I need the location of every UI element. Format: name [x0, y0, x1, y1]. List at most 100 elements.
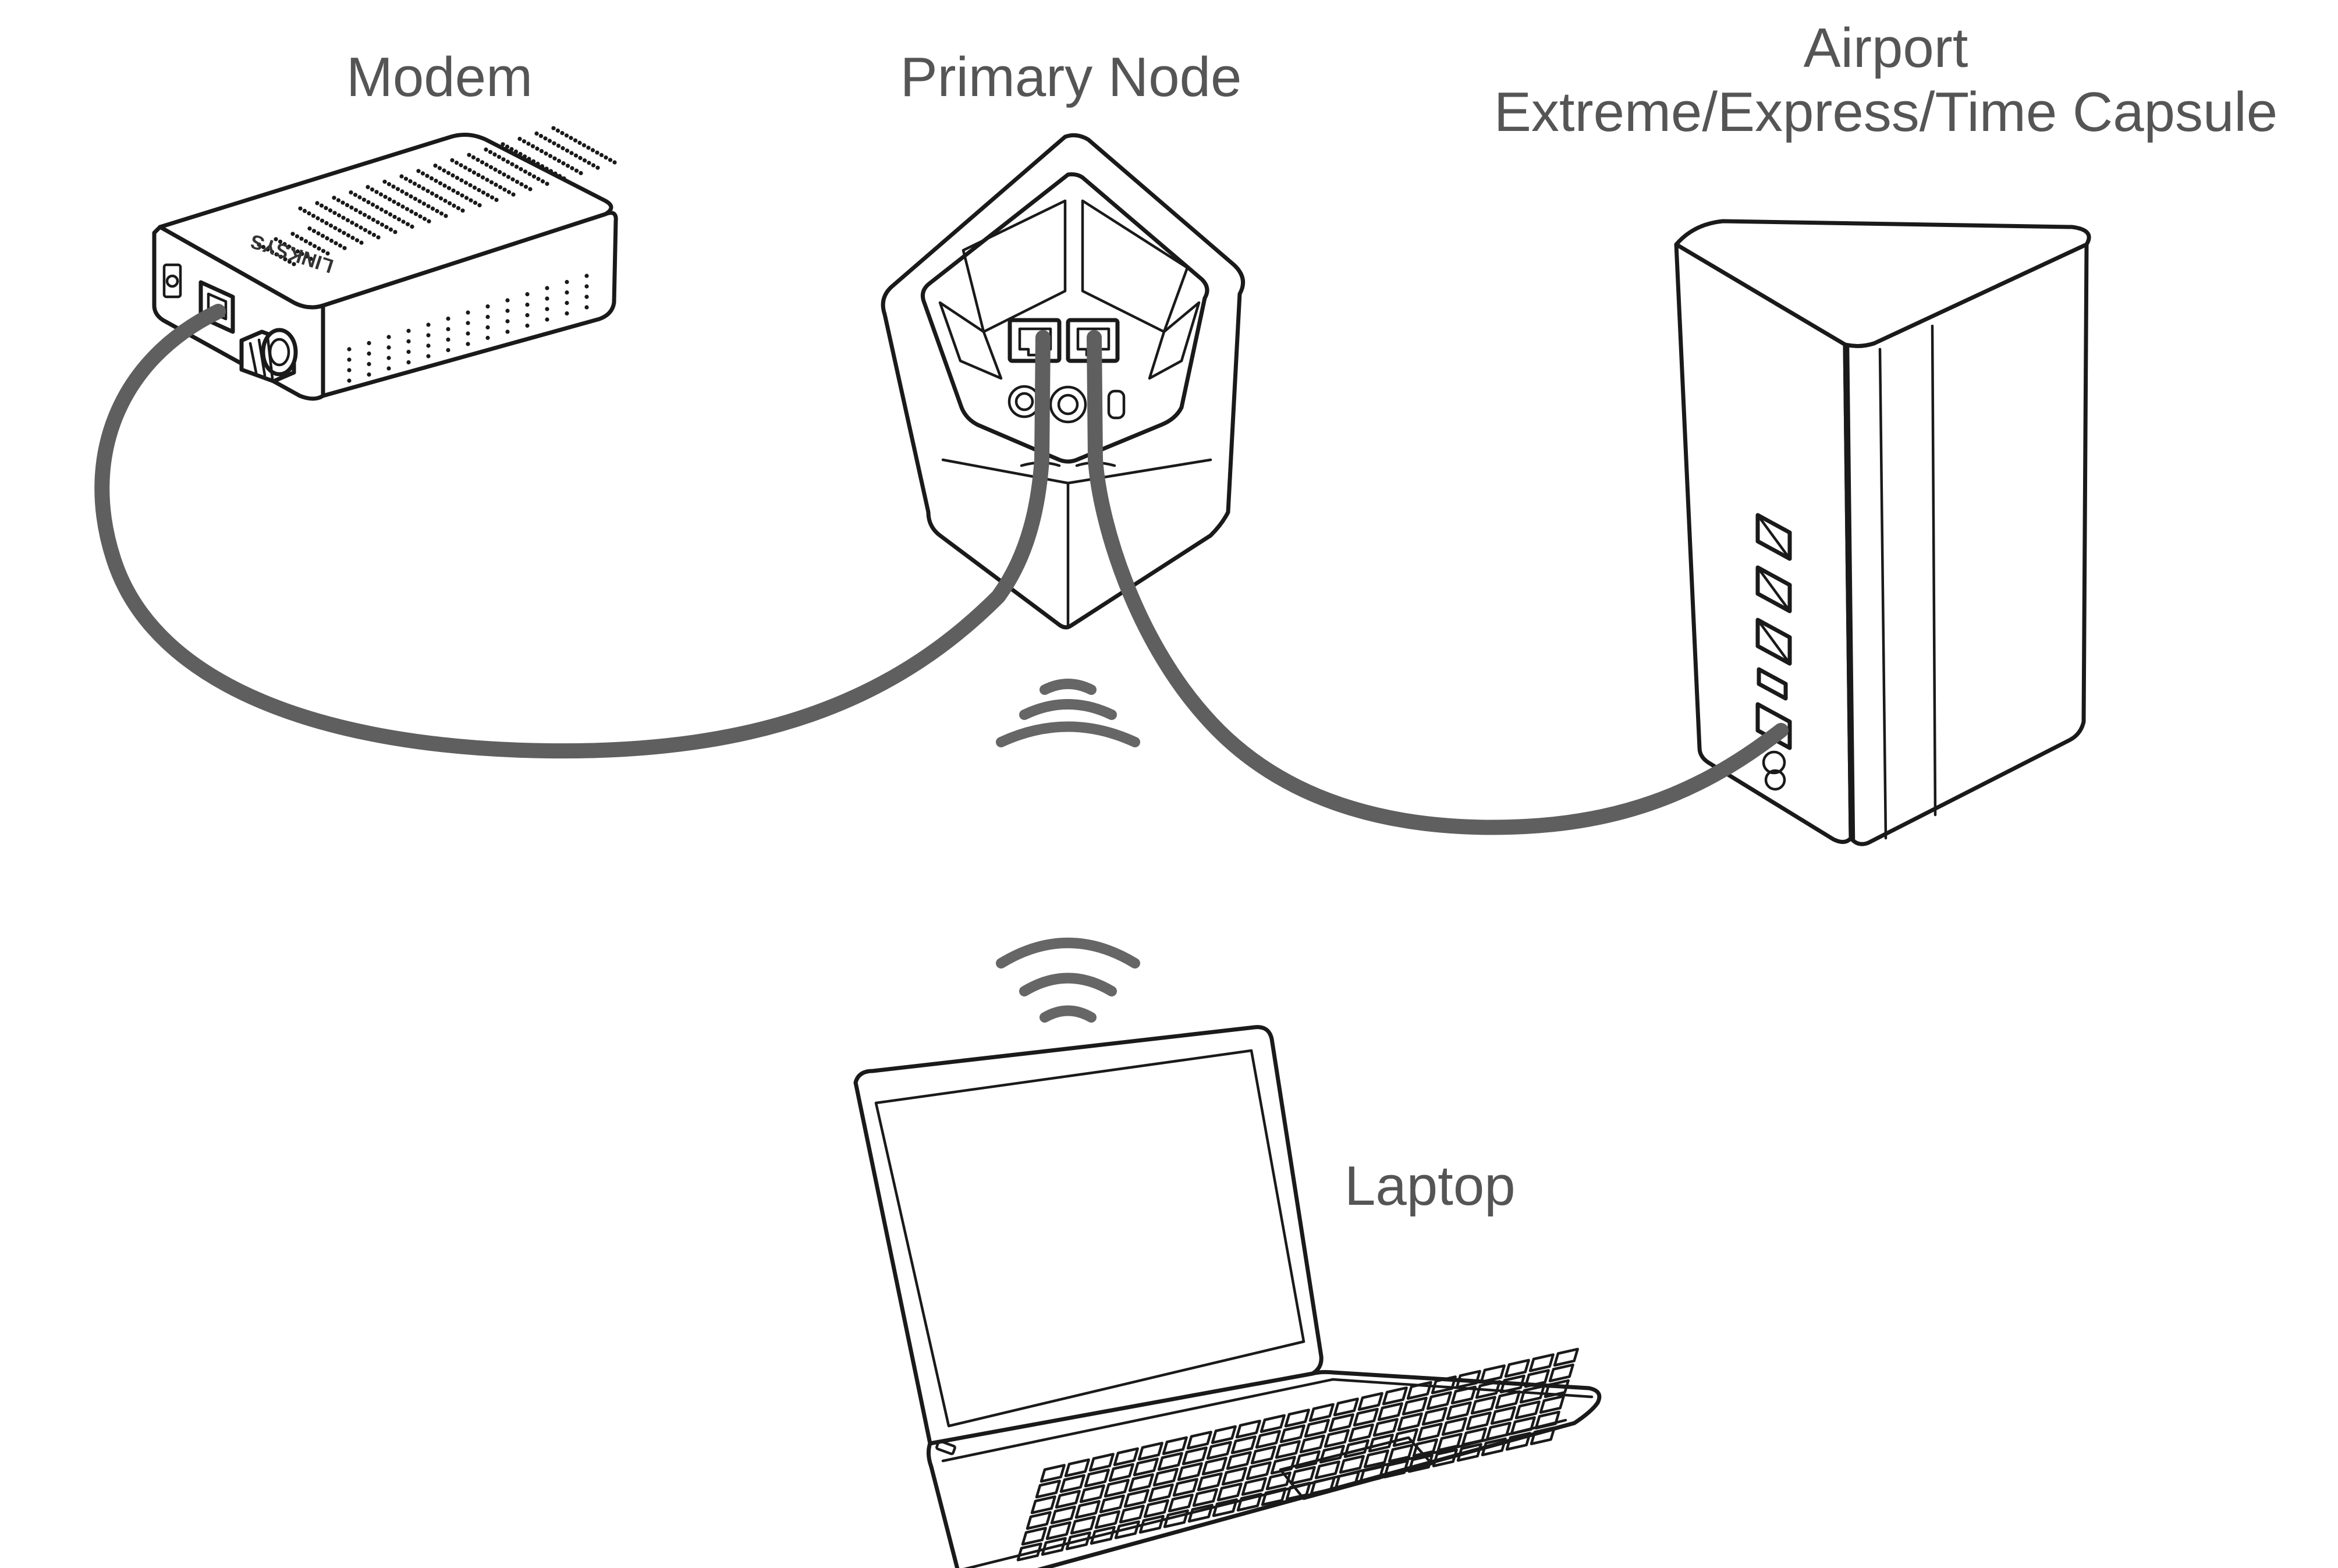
- laptop-keyboard: [1016, 1347, 1579, 1562]
- modem-vent-dot: [510, 177, 515, 182]
- laptop-key: [1065, 1531, 1091, 1551]
- modem-vent-dot: [446, 186, 452, 190]
- laptop-key: [1504, 1358, 1530, 1378]
- laptop-key: [1021, 1527, 1047, 1546]
- laptop-key: [1230, 1435, 1257, 1455]
- modem-vent-dot: [426, 322, 431, 327]
- modem-vent-dot: [409, 194, 413, 198]
- laptop-key: [1290, 1466, 1316, 1485]
- modem-vent-dot: [535, 161, 540, 166]
- modem-vent-dot: [299, 236, 304, 241]
- modem-vent-dot: [525, 302, 530, 307]
- laptop-key: [1246, 1461, 1272, 1480]
- laptop-key: [1206, 1441, 1232, 1460]
- laptop-key: [1417, 1422, 1443, 1442]
- laptop-key: [1470, 1396, 1496, 1415]
- modem-vent-dot: [452, 203, 456, 208]
- modem-vent-dot: [392, 200, 396, 204]
- laptop-label: Laptop: [1344, 1155, 1516, 1217]
- modem-vent-dot: [332, 196, 336, 200]
- modem-vent-dot: [480, 175, 485, 180]
- modem-vent-dot: [565, 300, 569, 306]
- laptop-key: [1377, 1402, 1403, 1421]
- modem-vent-dot: [584, 295, 589, 299]
- modem-vent-dot: [466, 342, 470, 346]
- modem-vent-dot: [416, 169, 421, 173]
- laptop-key: [1481, 1437, 1507, 1456]
- modem-vent-dot: [552, 141, 556, 146]
- laptop-key: [1138, 1514, 1165, 1534]
- laptop-key: [1426, 1391, 1452, 1410]
- modem-vent-dot: [421, 201, 427, 206]
- modem-vent-dot: [361, 197, 367, 202]
- laptop-key: [1450, 1385, 1477, 1404]
- modem-vent-dot: [291, 247, 296, 251]
- airport-power-port: [1762, 750, 1786, 791]
- laptop-key: [1553, 1347, 1579, 1367]
- laptop-key: [1505, 1432, 1531, 1451]
- modem-vent-dot: [595, 165, 600, 170]
- modem-vent-dot: [506, 175, 511, 179]
- modem-vent-dot: [502, 187, 507, 192]
- laptop-key: [1461, 1427, 1487, 1446]
- modem-vent-dot: [363, 228, 368, 232]
- modem-vent-dot: [506, 190, 512, 194]
- laptop-key: [1235, 1420, 1261, 1439]
- modem-vent-dot: [321, 249, 326, 253]
- laptop-key: [1431, 1375, 1457, 1395]
- laptop-key: [1030, 1495, 1056, 1514]
- modem-vent-dot: [292, 262, 296, 267]
- modem-vent-dot: [396, 202, 401, 207]
- laptop-key: [1333, 1397, 1359, 1417]
- modem-vent-dot: [565, 279, 569, 285]
- laptop-key: [1328, 1413, 1354, 1432]
- modem-vent-dot: [324, 205, 328, 210]
- modem-vent-dot: [316, 231, 321, 236]
- laptop-key: [1064, 1458, 1090, 1477]
- primary-node-label: Primary Node: [900, 46, 1242, 108]
- modem-vent-dot: [510, 162, 515, 166]
- laptop-key: [1310, 1476, 1336, 1495]
- modem-vent-dot: [586, 146, 591, 150]
- laptop-key: [1490, 1406, 1516, 1425]
- laptop-key: [1157, 1452, 1183, 1471]
- laptop-key: [1514, 1400, 1541, 1420]
- modem-vent-dot: [342, 246, 347, 250]
- laptop-key: [1421, 1407, 1447, 1426]
- modem-vent-dot: [540, 179, 545, 184]
- modem-vent-dot: [534, 131, 539, 136]
- modem-vent-dot: [612, 160, 617, 165]
- modem-vent-dot: [545, 286, 549, 290]
- modem-vent-dot: [403, 176, 409, 181]
- modem-vent-dot: [519, 167, 523, 172]
- laptop-key: [1499, 1374, 1525, 1393]
- modem-vent-dot: [488, 165, 494, 169]
- modem-vent-dot: [488, 150, 493, 154]
- modem-vent-dot: [433, 164, 438, 168]
- modem-vent-dot: [501, 142, 505, 147]
- modem-vent-dot: [521, 139, 527, 144]
- modem-vent-dot: [409, 209, 414, 214]
- modem-vent-dot: [485, 193, 490, 197]
- modem-vent-dot: [426, 204, 431, 208]
- modem-vent-dot: [442, 168, 446, 173]
- modem-vent-dot: [426, 333, 431, 338]
- modem-vent-dot: [456, 206, 461, 211]
- laptop-key: [1279, 1424, 1305, 1443]
- airport-ports: [1755, 513, 1792, 791]
- modem-vent-dot: [421, 186, 426, 191]
- modem-vent-dot: [538, 134, 544, 139]
- modem-vent-dot: [374, 190, 379, 194]
- modem-vent-dot: [579, 171, 583, 175]
- modem-vent-dot: [300, 251, 304, 256]
- modem-vent-dot: [464, 196, 469, 200]
- modem-vent-dot: [442, 183, 447, 188]
- modem-vent-dot: [472, 185, 477, 190]
- modem-vent-dot: [505, 308, 510, 313]
- laptop-screen: [874, 1049, 1305, 1428]
- modem-vent-dot: [582, 158, 587, 163]
- modem-vent-dot: [492, 152, 497, 157]
- modem-vent-dot: [307, 211, 311, 216]
- modem-vent-dot: [311, 214, 316, 218]
- ethernet-cables: [94, 304, 1789, 835]
